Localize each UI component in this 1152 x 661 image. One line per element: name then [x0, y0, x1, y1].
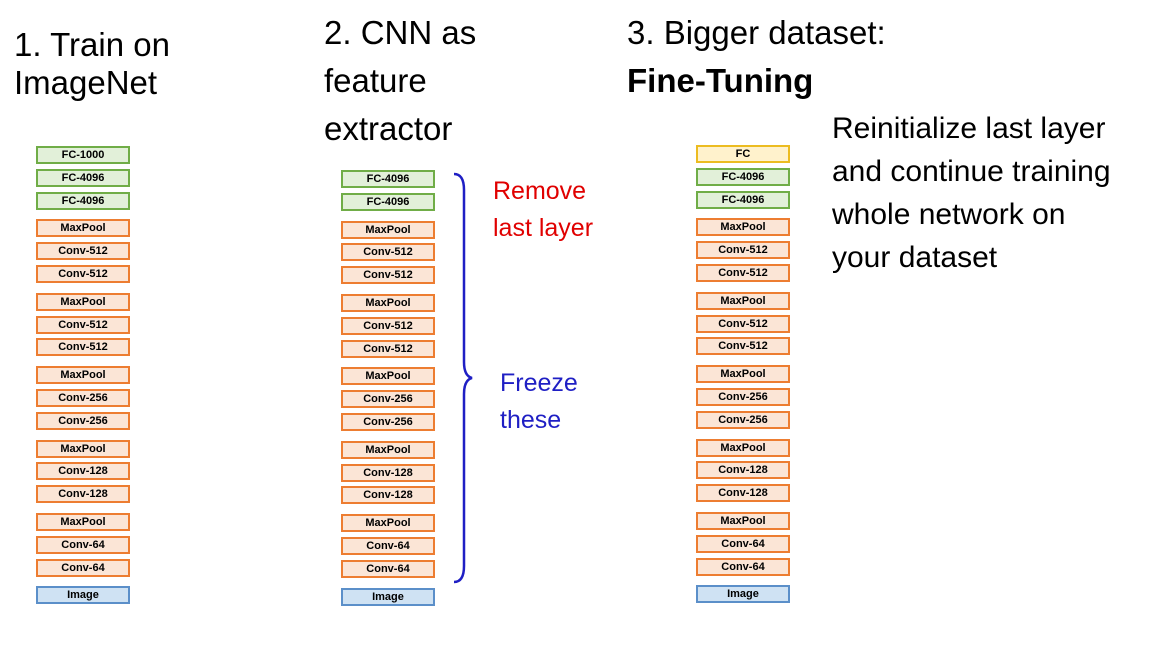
layer-maxpool: MaxPool: [696, 438, 790, 457]
layer-conv: Conv-512: [696, 241, 790, 260]
layer-maxpool: MaxPool: [696, 291, 790, 310]
layer-conv: Conv-64: [696, 534, 790, 553]
panel-3-title-bold: Fine-Tuning: [627, 62, 814, 99]
layer-fc: FC-4096: [696, 190, 790, 209]
panel-3-title: 3. Bigger dataset: Fine-Tuning: [627, 9, 886, 105]
layer-maxpool: MaxPool: [696, 365, 790, 384]
layer-maxpool: MaxPool: [341, 440, 435, 459]
layer-maxpool: MaxPool: [36, 219, 130, 238]
layer-conv: Conv-512: [36, 315, 130, 334]
layer-maxpool: MaxPool: [341, 514, 435, 533]
layer-conv: Conv-128: [696, 484, 790, 503]
layer-conv: Conv-256: [696, 410, 790, 429]
layer-maxpool: MaxPool: [696, 512, 790, 530]
description-line: your dataset: [832, 241, 998, 274]
panel-1-title-line: 1. Train on: [14, 26, 170, 63]
layer-image: Image: [696, 585, 790, 604]
layer-conv: Conv-64: [341, 559, 435, 578]
layer-conv: Conv-256: [341, 413, 435, 431]
freeze-note-line: Freeze: [500, 369, 578, 397]
freeze-note-line: these: [500, 406, 562, 434]
layer-new-fc: FC: [696, 145, 790, 163]
layer-image: Image: [341, 587, 435, 606]
layer-image: Image: [36, 586, 130, 605]
layer-conv: Conv-128: [36, 462, 130, 481]
panel-2-title-line: extractor: [324, 110, 453, 147]
panel-2-title-line: feature: [324, 62, 427, 99]
description-line: whole network on: [832, 198, 1066, 231]
description-line: and continue training: [832, 155, 1111, 188]
layer-conv: Conv-256: [696, 388, 790, 406]
panel-1-title: 1. Train on ImageNet: [14, 26, 170, 102]
freeze-brace: [453, 172, 473, 584]
layer-maxpool: MaxPool: [36, 366, 130, 385]
layer-maxpool: MaxPool: [341, 367, 435, 386]
layer-maxpool: MaxPool: [36, 513, 130, 531]
layer-conv: Conv-512: [36, 338, 130, 357]
fine-tuning-description: Reinitialize last layer and continue tra…: [832, 107, 1111, 279]
layer-fc: FC-4096: [696, 167, 790, 186]
layer-fc: FC-4096: [36, 168, 130, 187]
layer-conv: Conv-64: [341, 537, 435, 555]
panel-3-title-line: 3. Bigger dataset:: [627, 14, 886, 51]
remove-last-layer-note: Remove last layer: [493, 173, 593, 247]
description-line: Reinitialize last layer: [832, 112, 1106, 145]
layer-conv: Conv-256: [36, 411, 130, 430]
layer-conv: Conv-512: [341, 316, 435, 335]
layer-conv: Conv-512: [341, 243, 435, 262]
layer-conv: Conv-512: [696, 337, 790, 356]
layer-maxpool: MaxPool: [341, 220, 435, 239]
layer-conv: Conv-512: [341, 266, 435, 285]
layer-fc: FC-4096: [36, 191, 130, 210]
layer-fc: FC-4096: [341, 192, 435, 211]
remove-note-line: Remove: [493, 177, 587, 205]
panel-2-title: 2. CNN as feature extractor: [324, 9, 476, 153]
remove-note-line: last layer: [493, 214, 594, 242]
panel-1-title-line: ImageNet: [14, 64, 158, 101]
layer-conv: Conv-256: [341, 390, 435, 409]
layer-conv: Conv-512: [696, 314, 790, 333]
layer-maxpool: MaxPool: [36, 292, 130, 311]
layer-conv: Conv-128: [36, 485, 130, 504]
layer-conv: Conv-64: [696, 557, 790, 576]
layer-conv: Conv-256: [36, 389, 130, 407]
layer-conv: Conv-64: [36, 558, 130, 577]
layer-conv: Conv-128: [341, 486, 435, 505]
layer-conv: Conv-512: [36, 242, 130, 261]
layer-maxpool: MaxPool: [341, 294, 435, 312]
layer-conv: Conv-128: [341, 463, 435, 482]
layer-fc: FC-1000: [36, 146, 130, 164]
layer-conv: Conv-512: [36, 265, 130, 283]
panel-2-title-line: 2. CNN as: [324, 14, 477, 51]
freeze-these-note: Freeze these: [500, 365, 578, 439]
layer-maxpool: MaxPool: [696, 218, 790, 237]
layer-conv: Conv-64: [36, 535, 130, 554]
layer-fc: FC-4096: [341, 170, 435, 188]
layer-conv: Conv-512: [696, 264, 790, 282]
layer-maxpool: MaxPool: [36, 439, 130, 458]
layer-conv: Conv-128: [696, 461, 790, 480]
layer-conv: Conv-512: [341, 339, 435, 358]
